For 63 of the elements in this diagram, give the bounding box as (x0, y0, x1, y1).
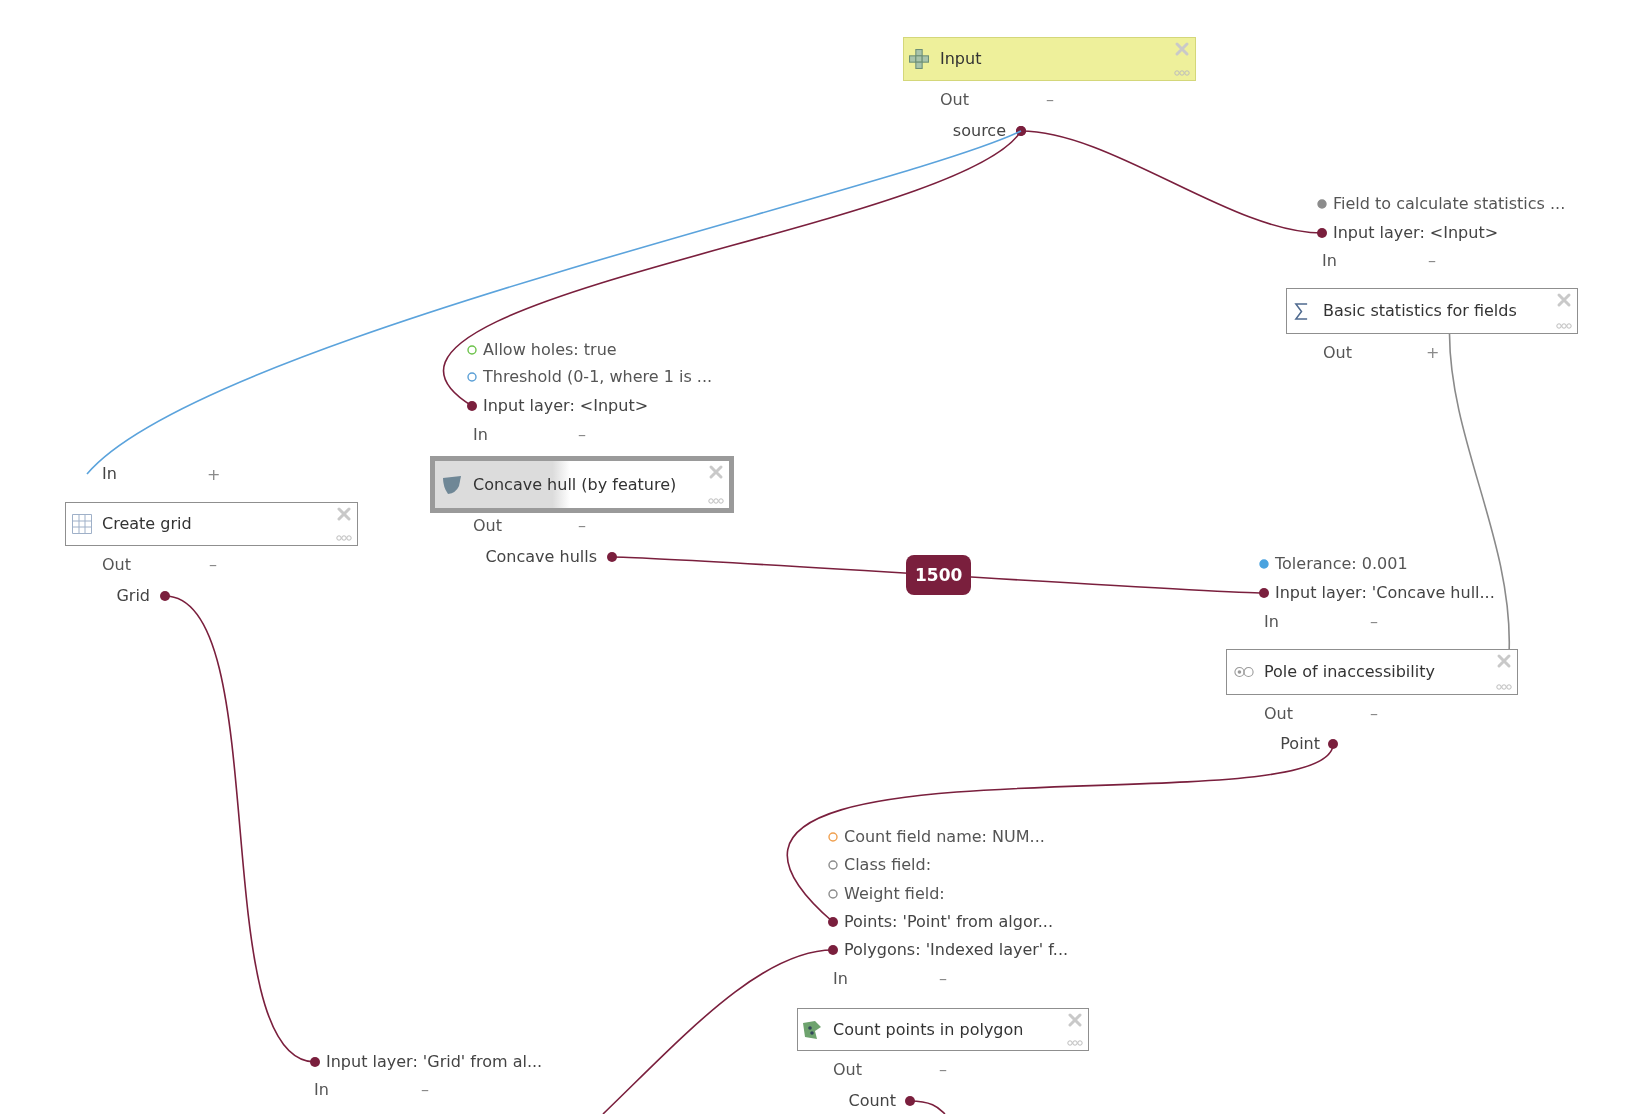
port-group-label: Out (1264, 704, 1293, 724)
port-group-label: Out (473, 516, 502, 536)
parameter-label: Allow holes: true (483, 340, 617, 360)
port-label: In (87, 464, 117, 484)
port-label: Point (1280, 734, 1333, 754)
collapse-toggle: – (209, 555, 217, 575)
parameter-label: Field to calculate statistics ... (1333, 194, 1566, 214)
port-group-label: In (1322, 251, 1337, 271)
parameter-label: Tolerance: 0.001 (1275, 554, 1408, 574)
collapse-toggle: – (578, 516, 586, 536)
box-title: Count points in polygon (833, 1020, 1024, 1040)
connector (1448, 333, 1510, 650)
port-group-label: Out (833, 1060, 862, 1080)
expand-toggle: + (207, 465, 221, 485)
port-group-label: Out (940, 90, 969, 110)
parameter-label: Threshold (0-1, where 1 is ... (483, 367, 713, 387)
expand-toggle: + (1426, 343, 1440, 363)
connector (607, 552, 1269, 598)
connector (788, 739, 1338, 927)
collapse-toggle: – (939, 969, 947, 989)
algorithm-box (65, 502, 358, 546)
connector (444, 126, 1026, 411)
algorithm-box (1286, 288, 1578, 334)
port-label: Concave hulls (485, 547, 612, 567)
collapse-toggle: – (1428, 251, 1436, 271)
parameter-box (903, 37, 1196, 81)
port-group-label: In (833, 969, 848, 989)
connector (160, 591, 320, 1067)
algorithm-box (430, 456, 734, 513)
collapse-toggle: – (939, 1060, 947, 1080)
port-label: source (952, 121, 1021, 141)
parameter-label: Class field: (844, 855, 932, 875)
port-group-label: In (314, 1080, 329, 1100)
port-label: Input layer: 'Concave hull... (1264, 583, 1495, 603)
collapse-toggle: – (1370, 704, 1378, 724)
port-label: Polygons: 'Indexed layer' f... (833, 940, 1069, 960)
collapse-toggle: – (578, 425, 586, 445)
box-title: Concave hull (by feature) (473, 475, 677, 495)
parameter-label: Weight field: (844, 884, 945, 904)
collapse-toggle: – (421, 1080, 429, 1100)
box-title: Create grid (102, 514, 192, 534)
port-label: Input layer: 'Grid' from al... (315, 1052, 543, 1072)
port-group-label: Out (102, 555, 131, 575)
box-title: Basic statistics for fields (1323, 301, 1517, 321)
port-group-label: In (473, 425, 488, 445)
edge-label: 1500 (906, 555, 972, 595)
port-label: Count (848, 1091, 910, 1111)
algorithm-box (797, 1008, 1089, 1051)
port-group-label: In (1264, 612, 1279, 632)
port-group-label: Out (1323, 343, 1352, 363)
port-label: Grid (116, 586, 165, 606)
port-label: Points: 'Point' from algor... (833, 912, 1054, 932)
port-label: Input layer: <Input> (1322, 223, 1499, 243)
connector (905, 1096, 946, 1114)
collapse-toggle: – (1046, 90, 1054, 110)
collapse-toggle: – (1370, 612, 1378, 632)
port-label: Input layer: <Input> (472, 396, 649, 416)
connector (86, 130, 1022, 475)
connector (602, 945, 838, 1114)
box-title: Input (940, 49, 982, 69)
box-title: Pole of inaccessibility (1264, 662, 1435, 682)
parameter-label: Count field name: NUM... (844, 827, 1045, 847)
algorithm-box (1226, 649, 1518, 695)
